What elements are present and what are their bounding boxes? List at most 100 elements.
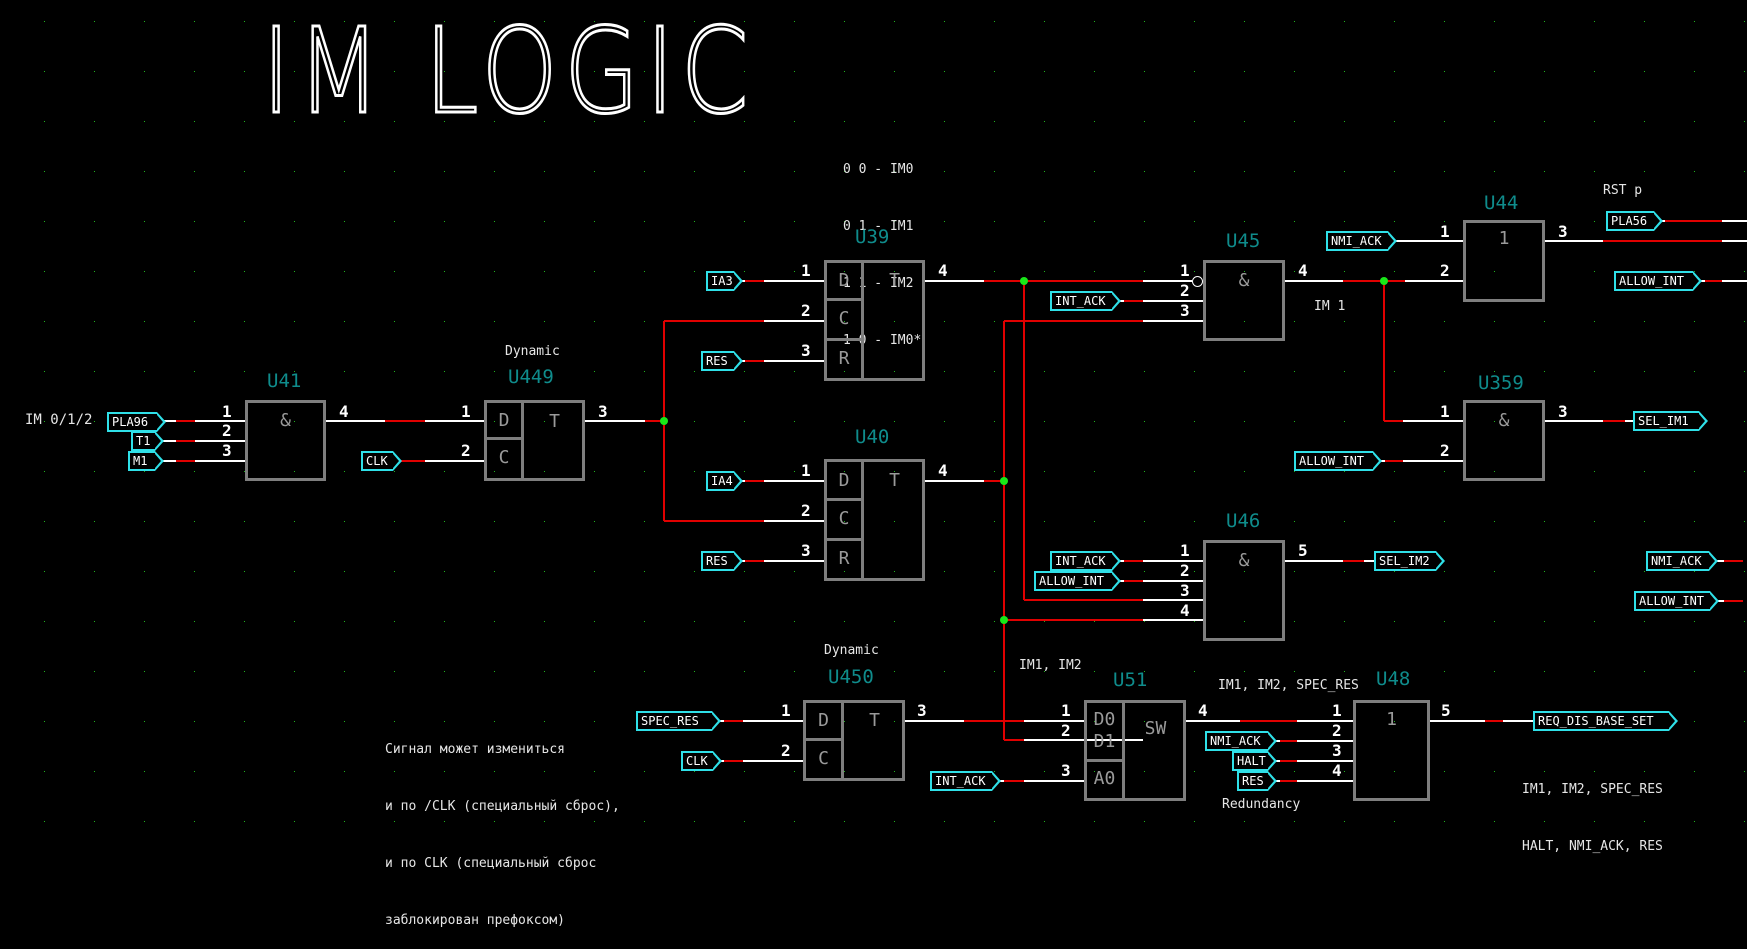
port-pla96[interactable]: PLA96 [107, 412, 166, 432]
port-clk[interactable]: CLK [681, 751, 722, 771]
gate-body[interactable] [1203, 540, 1285, 641]
port-res[interactable]: RES [1237, 771, 1277, 791]
port-allow-int[interactable]: ALLOW_INT [1294, 451, 1382, 471]
port-nmi-ack[interactable]: NMI_ACK [1646, 551, 1718, 571]
grid-dot [394, 571, 395, 572]
grid-dot [694, 821, 695, 822]
port-res[interactable]: RES [701, 351, 743, 371]
grid-dot [1594, 121, 1595, 122]
grid-dot [1194, 21, 1195, 22]
grid-dot [1694, 821, 1695, 822]
grid-dot [1044, 621, 1045, 622]
port-spec-res[interactable]: SPEC_RES [636, 711, 721, 731]
grid-dot [844, 621, 845, 622]
grid-dot [1394, 321, 1395, 322]
grid-dot [94, 221, 95, 222]
grid-dot [644, 671, 645, 672]
grid-dot [594, 521, 595, 522]
grid-dot [1744, 821, 1745, 822]
port-allow-int[interactable]: ALLOW_INT [1614, 271, 1702, 291]
grid-dot [1144, 371, 1145, 372]
port-allow-int[interactable]: ALLOW_INT [1034, 571, 1121, 591]
grid-dot [1444, 621, 1445, 622]
pin-number: 4 [1180, 601, 1190, 620]
port-res[interactable]: RES [701, 551, 743, 571]
grid-dot [894, 471, 895, 472]
grid-dot [1444, 271, 1445, 272]
gate-body[interactable] [1353, 700, 1430, 801]
pin-number: 1 [801, 461, 811, 480]
grid-dot [1444, 671, 1445, 672]
port-pla56[interactable]: PLA56 [1606, 211, 1663, 231]
port-int-ack[interactable]: INT_ACK [1050, 551, 1121, 571]
grid-dot [44, 21, 45, 22]
gate-body[interactable] [1463, 400, 1545, 481]
im1-note: IM 1 [1314, 299, 1346, 314]
grid-dot [194, 571, 195, 572]
grid-dot [1694, 321, 1695, 322]
port-req-dis-base-set[interactable]: REQ_DIS_BASE_SET [1533, 711, 1678, 731]
grid-dot [394, 621, 395, 622]
grid-dot [1694, 571, 1695, 572]
grid-dot [194, 621, 195, 622]
grid-dot [44, 721, 45, 722]
grid-dot [1144, 721, 1145, 722]
grid-dot [244, 221, 245, 222]
grid-dot [594, 771, 595, 772]
grid-dot [1744, 571, 1745, 572]
grid-dot [1094, 521, 1095, 522]
grid-dot [1744, 271, 1745, 272]
grid-dot [44, 771, 45, 772]
grid-dot [1194, 71, 1195, 72]
grid-dot [694, 571, 695, 572]
grid-dot [1694, 771, 1695, 772]
port-ia4[interactable]: IA4 [706, 471, 743, 491]
port-halt[interactable]: HALT [1232, 751, 1277, 771]
port-ia3[interactable]: IA3 [706, 271, 743, 291]
grid-dot [1294, 371, 1295, 372]
gate-body[interactable] [1203, 260, 1285, 341]
port-clk[interactable]: CLK [361, 451, 402, 471]
grid-dot [1144, 271, 1145, 272]
grid-dot [994, 371, 995, 372]
grid-dot [844, 671, 845, 672]
grid-dot [794, 21, 795, 22]
grid-dot [1344, 321, 1345, 322]
port-nmi-ack[interactable]: NMI_ACK [1326, 231, 1397, 251]
grid-dot [1144, 71, 1145, 72]
pin-number: 1 [1180, 541, 1190, 560]
pin-number: 2 [1180, 561, 1190, 580]
gate-body[interactable] [1463, 220, 1545, 302]
grid-dot [744, 821, 745, 822]
port-sel-im1[interactable]: SEL_IM1 [1633, 411, 1708, 431]
port-m1[interactable]: M1 [128, 451, 164, 471]
grid-dot [994, 221, 995, 222]
port-t1[interactable]: T1 [131, 431, 164, 451]
schematic-canvas[interactable] [0, 0, 1747, 834]
port-sel-im2[interactable]: SEL_IM2 [1374, 551, 1445, 571]
grid-dot [1544, 671, 1545, 672]
grid-dot [1044, 521, 1045, 522]
grid-dot [194, 721, 195, 722]
grid-dot [1144, 471, 1145, 472]
grid-dot [994, 71, 995, 72]
grid-dot [844, 71, 845, 72]
grid-dot [1244, 571, 1245, 572]
grid-dot [1544, 371, 1545, 372]
gate-body[interactable] [245, 400, 326, 481]
grid-dot [444, 71, 445, 72]
grid-dot [694, 21, 695, 22]
port-int-ack[interactable]: INT_ACK [930, 771, 1001, 791]
port-nmi-ack[interactable]: NMI_ACK [1205, 731, 1277, 751]
grid-dot [1594, 271, 1595, 272]
grid-dot [744, 121, 745, 122]
grid-dot [494, 571, 495, 572]
port-allow-int[interactable]: ALLOW_INT [1634, 591, 1719, 611]
port-int-ack[interactable]: INT_ACK [1050, 291, 1121, 311]
grid-dot [194, 71, 195, 72]
pin-number: 2 [461, 441, 471, 460]
pin-number: 2 [801, 501, 811, 520]
grid-dot [794, 671, 795, 672]
comment-line: и по /CLK (специальный сброс), [385, 799, 620, 814]
inverter-bubble [1192, 276, 1203, 287]
